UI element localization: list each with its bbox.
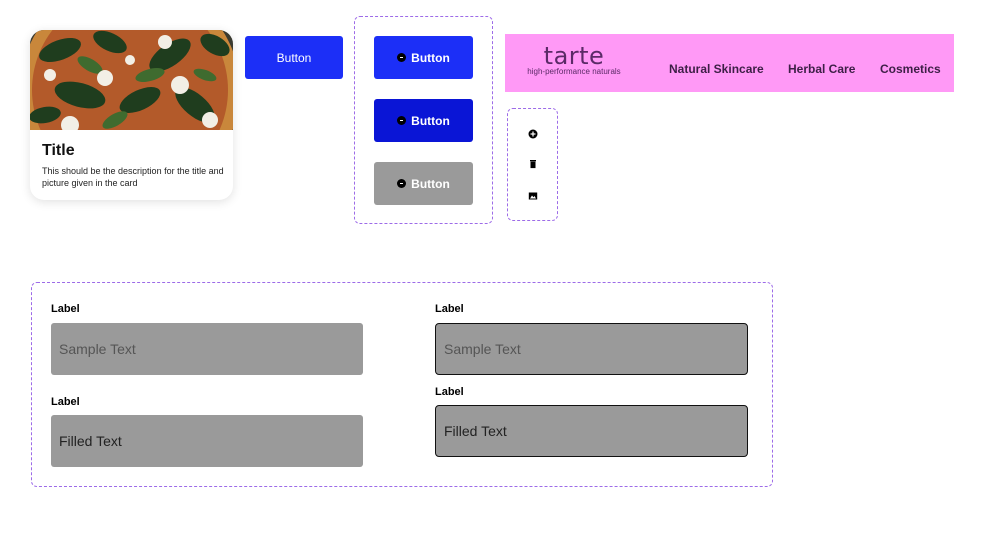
plus-circle-icon [397, 179, 407, 188]
button-label: Button [411, 50, 450, 65]
plus-circle-icon [397, 116, 407, 125]
outlined-text-field-filled[interactable]: Filled Text [435, 405, 748, 457]
field-label: Label [51, 396, 80, 408]
field-label: Label [435, 303, 464, 315]
form-fields-frame [31, 282, 773, 487]
outlined-text-field-empty[interactable]: Sample Text [435, 323, 748, 375]
icon-set-frame [507, 108, 558, 221]
text-field-empty[interactable]: Sample Text [51, 323, 363, 375]
field-label: Label [51, 303, 80, 315]
card-description: This should be the description for the t… [42, 166, 224, 188]
field-label: Label [435, 386, 464, 398]
brand-tagline: high-performance naturals [527, 67, 621, 76]
image-card[interactable]: Title This should be the description for… [30, 30, 233, 200]
image-icon[interactable] [528, 191, 538, 201]
nav-item-herbal-care[interactable]: Herbal Care [788, 62, 856, 76]
plus-circle-icon[interactable] [528, 129, 538, 139]
primary-button[interactable]: Button [245, 36, 343, 79]
brand-logo[interactable]: tarte high-performance naturals [519, 43, 629, 77]
nav-item-cosmetics[interactable]: Cosmetics [880, 62, 941, 76]
button-variants-frame [354, 16, 493, 224]
text-field-filled[interactable]: Filled Text [51, 415, 363, 467]
trash-icon[interactable] [528, 159, 538, 169]
plus-circle-icon [397, 53, 407, 62]
nav-item-natural-skincare[interactable]: Natural Skincare [669, 62, 764, 76]
card-image [30, 30, 233, 130]
button-label: Button [411, 176, 450, 191]
icon-button-pressed[interactable]: Button [374, 99, 473, 142]
brand-name: tarte [543, 42, 605, 70]
button-label: Button [411, 113, 450, 128]
brand-navbar: tarte high-performance naturals Natural … [505, 34, 954, 92]
card-title: Title [42, 142, 75, 159]
icon-button-disabled[interactable]: Button [374, 162, 473, 205]
icon-button-primary[interactable]: Button [374, 36, 473, 79]
